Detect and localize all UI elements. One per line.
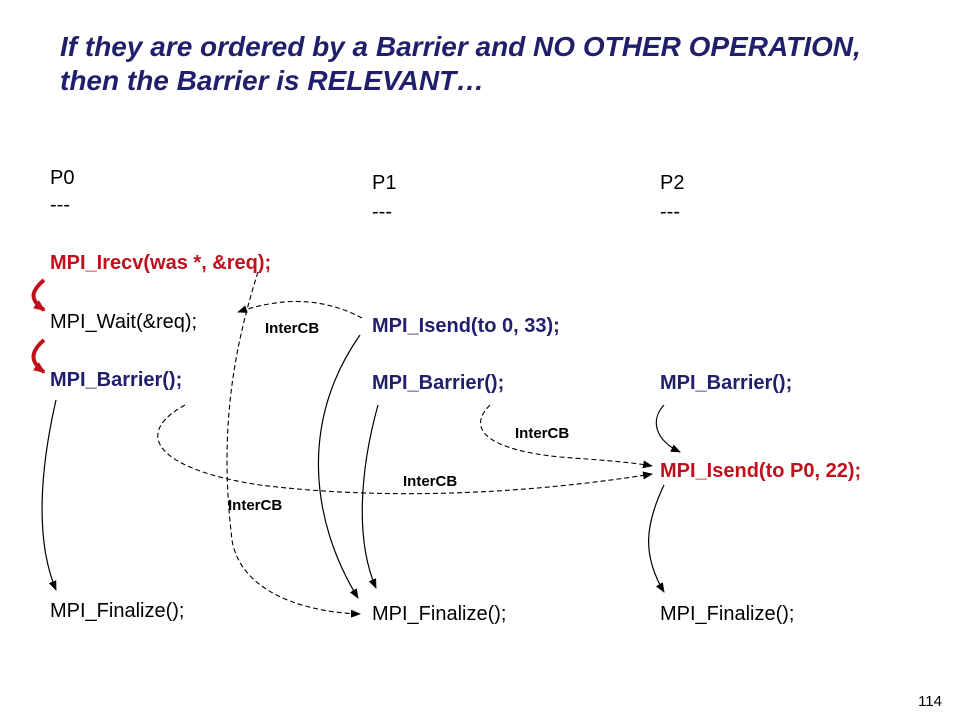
- po-arrow-irecv-wait: [31, 278, 46, 312]
- po-arrow-p1-isend-finalize: [317, 334, 361, 599]
- p0-irecv-call: MPI_Irecv(was *, &req);: [50, 252, 272, 274]
- page-number: 114: [918, 693, 942, 710]
- po-arrow-p0-barrier-finalize: [41, 399, 57, 591]
- intercb-edge-p1-barrier-to-p2-isend: [480, 404, 653, 469]
- p0-separator: ---: [50, 194, 70, 216]
- p1-isend-call: MPI_Isend(to 0, 33);: [372, 315, 560, 337]
- intercb-label: InterCB: [265, 320, 320, 337]
- intercb-edge-isend-to-wait: [237, 300, 363, 319]
- p1-barrier-call: MPI_Barrier();: [372, 372, 505, 394]
- p2-isend-call: MPI_Isend(to P0, 22);: [660, 460, 862, 482]
- p2-barrier-call: MPI_Barrier();: [660, 372, 793, 394]
- p2-separator: ---: [660, 201, 680, 223]
- p2-finalize-call: MPI_Finalize();: [660, 603, 795, 625]
- slide-title: If they are ordered by a Barrier and NO …: [60, 31, 861, 96]
- p0-barrier-call: MPI_Barrier();: [50, 369, 183, 391]
- p0-label: P0: [50, 167, 75, 189]
- p0-wait-call: MPI_Wait(&req);: [50, 311, 198, 333]
- p1-label: P1: [372, 172, 397, 194]
- po-arrow-p1-barrier-finalize: [361, 404, 379, 589]
- p0-finalize-call: MPI_Finalize();: [50, 600, 185, 622]
- po-arrow-wait-barrier: [31, 338, 46, 374]
- intercb-label: InterCB: [228, 497, 283, 514]
- intercb-edge-irecv-to-p1-finalize: [226, 271, 361, 618]
- intercb-label: InterCB: [403, 473, 458, 490]
- p2-label: P2: [660, 172, 685, 194]
- intercb-edge-p0-barrier-to-p2-isend: [157, 404, 653, 495]
- po-arrow-p2-isend-finalize: [648, 484, 665, 593]
- po-arrow-p2-barrier-isend: [655, 404, 681, 453]
- p1-finalize-call: MPI_Finalize();: [372, 603, 507, 625]
- intercb-label: InterCB: [515, 425, 570, 442]
- p1-separator: ---: [372, 201, 392, 223]
